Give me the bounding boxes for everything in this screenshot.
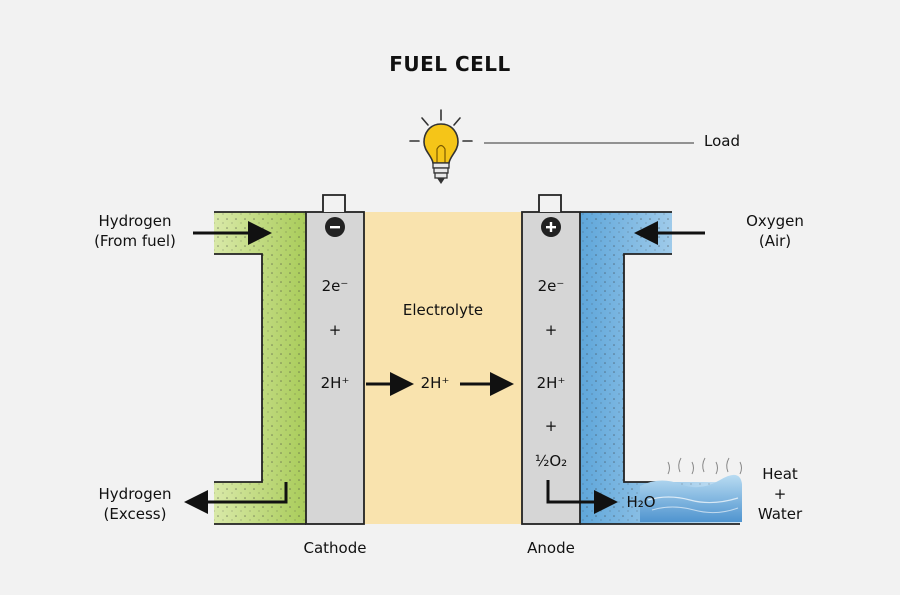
- hydrogen-out-label: Hydrogen (Excess): [98, 485, 172, 523]
- heat-water-label: Heat + Water: [757, 465, 803, 523]
- water-out-arrow: [546, 480, 618, 514]
- water-product-label: H₂O: [626, 493, 656, 511]
- anode-electrode: [521, 211, 581, 525]
- electrolyte-protons: 2H⁺: [420, 374, 450, 392]
- electrolyte-label: Electrolyte: [402, 301, 484, 319]
- load-label: Load: [704, 132, 740, 150]
- steam-icon: [667, 457, 742, 475]
- water-waves: [640, 474, 742, 522]
- cathode-protons: 2H⁺: [320, 374, 350, 392]
- anode-electrons: 2e⁻: [537, 277, 565, 295]
- cathode-electrode: [305, 211, 365, 525]
- anode-plus-2: +: [544, 417, 558, 435]
- cathode-electrons: 2e⁻: [321, 277, 349, 295]
- oxygen-in-label: Oxygen (Air): [746, 212, 804, 250]
- diagram-title: FUEL CELL: [389, 52, 511, 76]
- hydrogen-out-arrow: [184, 482, 288, 514]
- anode-plus-1: +: [544, 321, 558, 339]
- hydrogen-in-label: Hydrogen (From fuel): [94, 212, 176, 250]
- anode-protons: 2H⁺: [536, 374, 566, 392]
- light-bulb-icon: [409, 109, 473, 184]
- cathode-plus: +: [328, 321, 342, 339]
- anode-oxygen: ½O₂: [534, 452, 568, 470]
- anode-label: Anode: [527, 539, 575, 557]
- electrolyte-region: [364, 212, 522, 524]
- cathode-label: Cathode: [303, 539, 367, 557]
